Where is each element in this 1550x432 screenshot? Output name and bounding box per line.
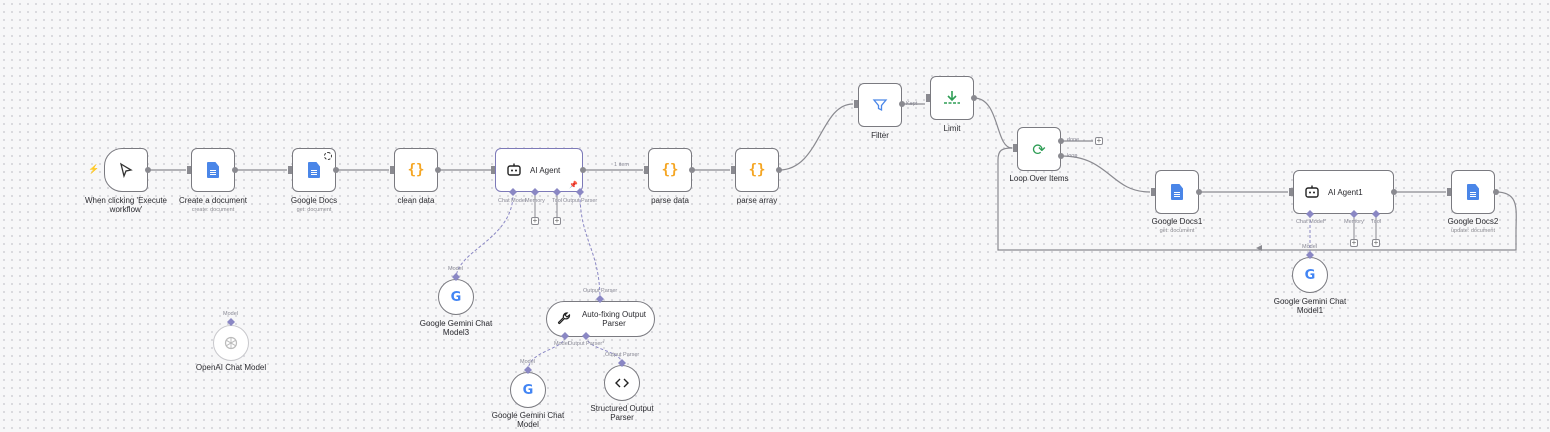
openai-icon <box>224 336 238 350</box>
create-document-sub: create: document <box>191 207 235 213</box>
auto-fixing-parser-node[interactable]: Auto-fixing Output Parser <box>546 301 655 337</box>
google-docs-sub: get: document <box>296 207 332 213</box>
openai-node[interactable] <box>213 325 249 361</box>
google-docs-icon <box>308 162 320 178</box>
ai-agent1-node[interactable]: AI Agent1 <box>1293 170 1394 214</box>
agent-port-chat-model: Chat Model <box>498 198 527 204</box>
add-memory-button[interactable]: + <box>531 216 539 225</box>
parse-array-label: parse array <box>736 196 778 205</box>
code-angle-icon <box>615 378 629 388</box>
google-docs2-sub: update: document <box>1450 228 1496 234</box>
ai-agent-title: AI Agent <box>530 165 561 175</box>
refresh-icon: ⟳ <box>1032 139 1046 159</box>
edge-item-count: 1 item <box>614 162 629 168</box>
parse-array-node[interactable]: {} <box>735 148 779 192</box>
gemini-label: Google Gemini Chat Model <box>491 411 565 429</box>
limit-icon <box>944 91 960 104</box>
ai-agent1-title: AI Agent1 <box>1328 187 1363 197</box>
google-g-icon: G <box>522 382 534 398</box>
agent1-port-memory: Memory <box>1344 219 1364 225</box>
code-braces-icon: {} <box>661 162 679 178</box>
agent-port-memory: Memory <box>525 198 545 204</box>
cursor-icon <box>119 162 133 178</box>
loop-over-items-label: Loop Over Items <box>1009 174 1069 183</box>
filter-node[interactable] <box>858 83 902 127</box>
gemini1-label: Google Gemini Chat Model1 <box>1273 297 1347 315</box>
google-docs1-sub: get: document <box>1159 228 1195 234</box>
parse-data-label: parse data <box>651 196 689 205</box>
google-docs2-label: Google Docs2 <box>1447 217 1499 226</box>
create-document-node[interactable] <box>191 148 235 192</box>
limit-node[interactable] <box>930 76 974 120</box>
structured-parser-node[interactable] <box>604 365 640 401</box>
parse-data-node[interactable]: {} <box>648 148 692 192</box>
code-braces-icon: {} <box>748 162 766 178</box>
loop-output-done: done <box>1067 137 1080 143</box>
edge-googledocs2-loop-back <box>997 147 1517 251</box>
google-docs-node[interactable] <box>292 148 336 192</box>
ai-edge-gemini3-agent <box>455 193 514 280</box>
add-tool-button[interactable]: + <box>553 216 561 225</box>
structured-port-label: Output Parser <box>605 352 640 358</box>
agent-port-tool: Tool <box>552 198 563 204</box>
trigger-label: When clicking 'Execute workflow' <box>84 196 167 214</box>
ai-agent-node[interactable]: AI Agent 📌 <box>495 148 583 192</box>
gemini3-label: Google Gemini Chat Model3 <box>419 319 493 337</box>
ai-edge-autofix-agent <box>579 193 601 301</box>
clean-data-node[interactable]: {} <box>394 148 438 192</box>
edge-limit-loop <box>973 97 1013 149</box>
add-memory1-button[interactable]: + <box>1350 238 1358 247</box>
create-document-label: Create a document <box>178 196 248 205</box>
openai-port-label: Model <box>223 311 238 317</box>
google-docs2-node[interactable] <box>1451 170 1495 214</box>
code-braces-icon: {} <box>407 162 425 178</box>
google-docs1-label: Google Docs1 <box>1151 217 1203 226</box>
gemini3-port-label: Model <box>448 266 463 272</box>
add-done-node-button[interactable]: + <box>1095 136 1103 145</box>
lightning-icon: ⚡ <box>88 164 100 174</box>
autofix-port-in-label: Output Parser <box>583 288 618 294</box>
robot-icon <box>1305 185 1319 198</box>
pin-icon: 📌 <box>569 182 578 189</box>
wrench-icon <box>557 312 571 325</box>
clean-data-label: clean data <box>397 196 435 205</box>
gemini1-node[interactable]: G <box>1292 257 1328 293</box>
loop-output-loop: loop <box>1067 153 1078 159</box>
google-docs-icon <box>1467 184 1479 200</box>
agent1-port-tool: Tool <box>1371 219 1382 225</box>
agent-port-output-parser: Output Parser <box>563 198 598 204</box>
autofix-port-output-parser: Output Parser* <box>568 341 605 347</box>
google-g-icon: G <box>1304 267 1316 283</box>
google-g-icon: G <box>450 289 462 305</box>
add-tool1-button[interactable]: + <box>1372 238 1380 247</box>
robot-icon <box>507 163 521 176</box>
manual-trigger-node[interactable] <box>104 148 148 192</box>
agent1-port-chat-model: Chat Model* <box>1296 219 1327 225</box>
gemini1-port-label: Model <box>1302 244 1317 250</box>
filter-label: Filter <box>871 131 889 140</box>
structured-label: Structured Output Parser <box>590 404 654 422</box>
filter-icon <box>872 99 888 112</box>
edge-parsearray-filter <box>778 103 854 171</box>
google-docs-icon <box>207 162 219 178</box>
executing-icon <box>324 152 332 160</box>
openai-label: OpenAI Chat Model <box>195 363 267 372</box>
loop-over-items-node[interactable]: ⟳ <box>1017 127 1061 171</box>
filter-kept-label: Kept <box>906 101 918 107</box>
google-docs-label: Google Docs <box>290 196 338 205</box>
autofix-port-model: Model <box>554 341 569 347</box>
gemini-port-label: Model <box>520 359 535 365</box>
limit-label: Limit <box>943 124 961 133</box>
google-docs-icon <box>1171 184 1183 200</box>
edge-loop-googledocs1 <box>1060 155 1151 193</box>
google-docs1-node[interactable] <box>1155 170 1199 214</box>
gemini3-node[interactable]: G <box>438 279 474 315</box>
gemini-node[interactable]: G <box>510 372 546 408</box>
auto-fixing-parser-title: Auto-fixing Output Parser <box>581 310 647 328</box>
